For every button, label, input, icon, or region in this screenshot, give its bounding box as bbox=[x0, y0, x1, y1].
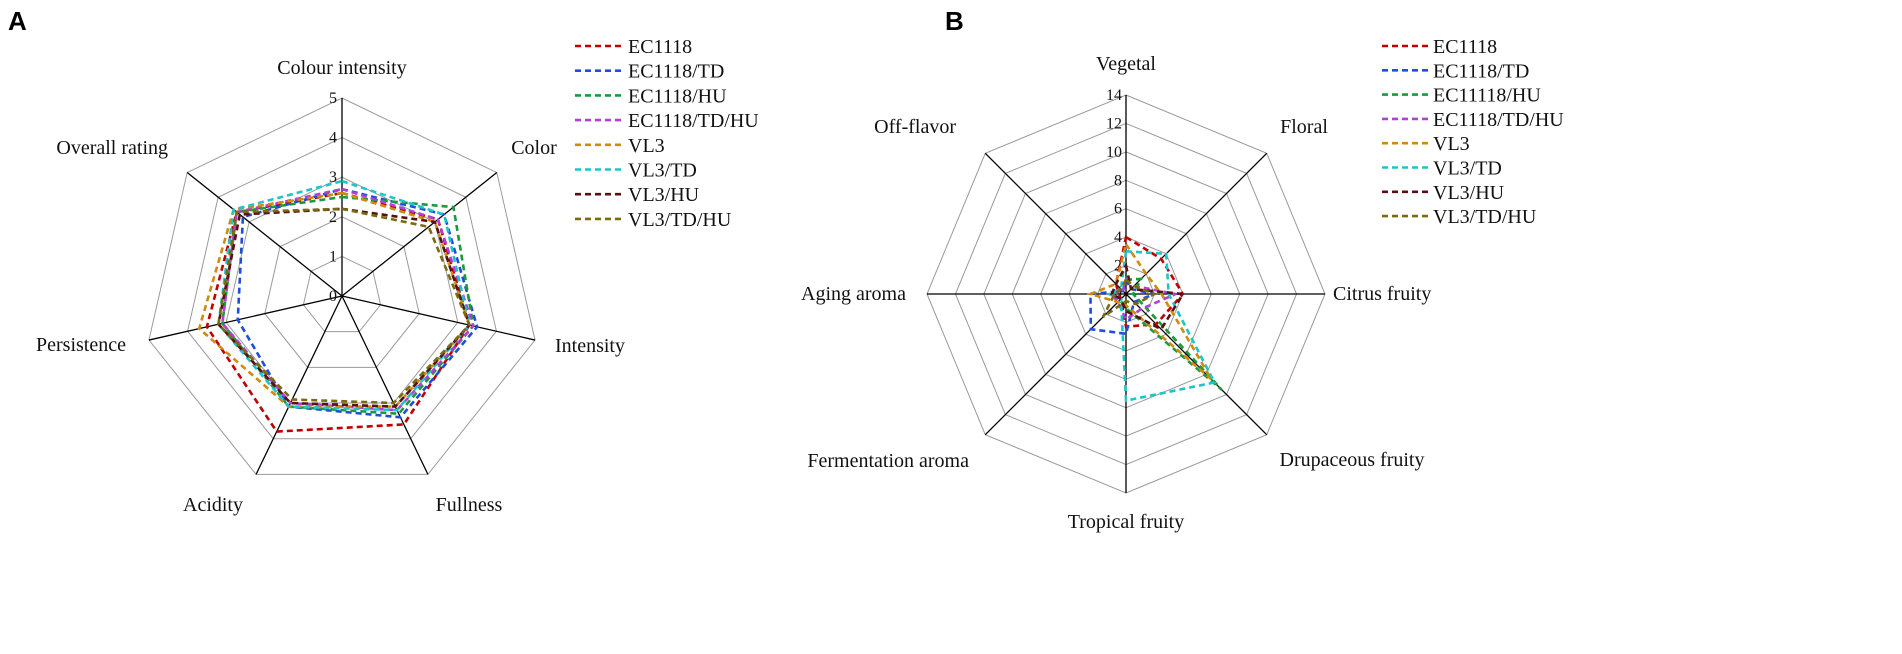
axis-label: Off-flavor bbox=[874, 116, 956, 138]
tick-label: 12 bbox=[1106, 115, 1122, 132]
tick-label: 6 bbox=[1114, 201, 1122, 218]
legend-label: EC1118 bbox=[1433, 36, 1497, 58]
grid-ring bbox=[148, 97, 536, 475]
axis-label: Vegetal bbox=[1096, 53, 1156, 75]
grid-ring bbox=[302, 255, 382, 333]
tick-label: 2 bbox=[329, 209, 337, 226]
axis-label: Floral bbox=[1280, 116, 1328, 138]
axis-label: Fullness bbox=[436, 494, 503, 516]
series-line bbox=[217, 207, 471, 405]
axis-spoke bbox=[186, 172, 343, 297]
legend-label: EC1118/TD bbox=[1433, 60, 1529, 82]
axis-spoke bbox=[1125, 152, 1268, 295]
axis-label: Colour intensity bbox=[277, 57, 406, 79]
axis-spoke bbox=[341, 172, 498, 297]
series-line bbox=[220, 195, 475, 416]
legend-label: VL3/HU bbox=[628, 184, 700, 206]
tick-label: 8 bbox=[1114, 172, 1122, 189]
tick-label: 3 bbox=[329, 169, 337, 186]
axis-spoke bbox=[984, 293, 1127, 436]
legend: EC1118EC1118/TDEC11118/HUEC1118/TD/HUVL3… bbox=[1382, 36, 1564, 228]
axis-label: Citrus fruity bbox=[1333, 283, 1431, 305]
axis-label: Drupaceous fruity bbox=[1280, 449, 1425, 471]
legend-label: VL3/TD/HU bbox=[1433, 206, 1537, 228]
series-group bbox=[1086, 235, 1223, 403]
tick-label: 1 bbox=[329, 248, 337, 265]
legend-label: VL3 bbox=[628, 135, 665, 157]
tick-label: 4 bbox=[1114, 229, 1122, 246]
series-line bbox=[1086, 241, 1213, 381]
tick-label: 2 bbox=[1114, 258, 1122, 275]
legend-label: EC1118/HU bbox=[628, 85, 727, 107]
axis-label: Acidity bbox=[183, 494, 243, 516]
legend-label: VL3/HU bbox=[1433, 182, 1505, 204]
axis-label: Fermentation aroma bbox=[807, 450, 969, 472]
legend-label: VL3 bbox=[1433, 133, 1470, 155]
axis-spoke bbox=[148, 295, 343, 341]
grid-ring bbox=[225, 176, 459, 404]
panel-b-letter: B bbox=[945, 6, 964, 36]
tick-label: 0 bbox=[329, 288, 337, 305]
axis-label: Tropical fruity bbox=[1068, 511, 1184, 533]
legend-label: VL3/TD bbox=[1433, 158, 1502, 180]
legend-label: EC1118/TD/HU bbox=[628, 110, 759, 132]
legend-label: VL3/TD bbox=[628, 160, 697, 182]
legend-label: EC1118 bbox=[628, 36, 692, 58]
series-line bbox=[1101, 277, 1158, 319]
axis-label: Aging aroma bbox=[801, 283, 906, 305]
series-line bbox=[1114, 235, 1185, 329]
legend-label: EC11118/HU bbox=[1433, 85, 1541, 107]
grid bbox=[148, 97, 536, 475]
series-line bbox=[217, 207, 471, 408]
legend-label: VL3/TD/HU bbox=[628, 209, 732, 231]
series-group bbox=[197, 179, 479, 433]
radar-chart-a: 0 1 2 3 4 5 Colour intensityColorIntensityFull… bbox=[36, 36, 759, 516]
grid-ring bbox=[264, 216, 420, 368]
tick-label: 5 bbox=[329, 90, 337, 107]
axis-spoke bbox=[341, 295, 536, 341]
series-line bbox=[236, 187, 479, 419]
axis-label: Intensity bbox=[555, 335, 625, 357]
tick-label: 14 bbox=[1106, 87, 1122, 104]
axis-spoke bbox=[255, 295, 343, 475]
grid-ring bbox=[187, 137, 497, 440]
axis-label: Overall rating bbox=[56, 137, 168, 159]
legend-label: EC1118/TD bbox=[628, 61, 724, 83]
axis-spoke bbox=[1125, 293, 1268, 436]
panel-a-letter: A bbox=[8, 6, 27, 36]
axis-spoke bbox=[984, 152, 1127, 295]
legend-label: EC1118/TD/HU bbox=[1433, 109, 1564, 131]
tick-label: 10 bbox=[1106, 144, 1122, 161]
axis-label: Persistence bbox=[36, 334, 126, 356]
series-line bbox=[217, 179, 471, 412]
axis-label: Color bbox=[511, 137, 557, 159]
tick-label: 0 bbox=[1114, 286, 1122, 303]
tick-label: 4 bbox=[329, 130, 337, 147]
grid bbox=[926, 94, 1326, 494]
axis-spoke bbox=[341, 295, 429, 475]
